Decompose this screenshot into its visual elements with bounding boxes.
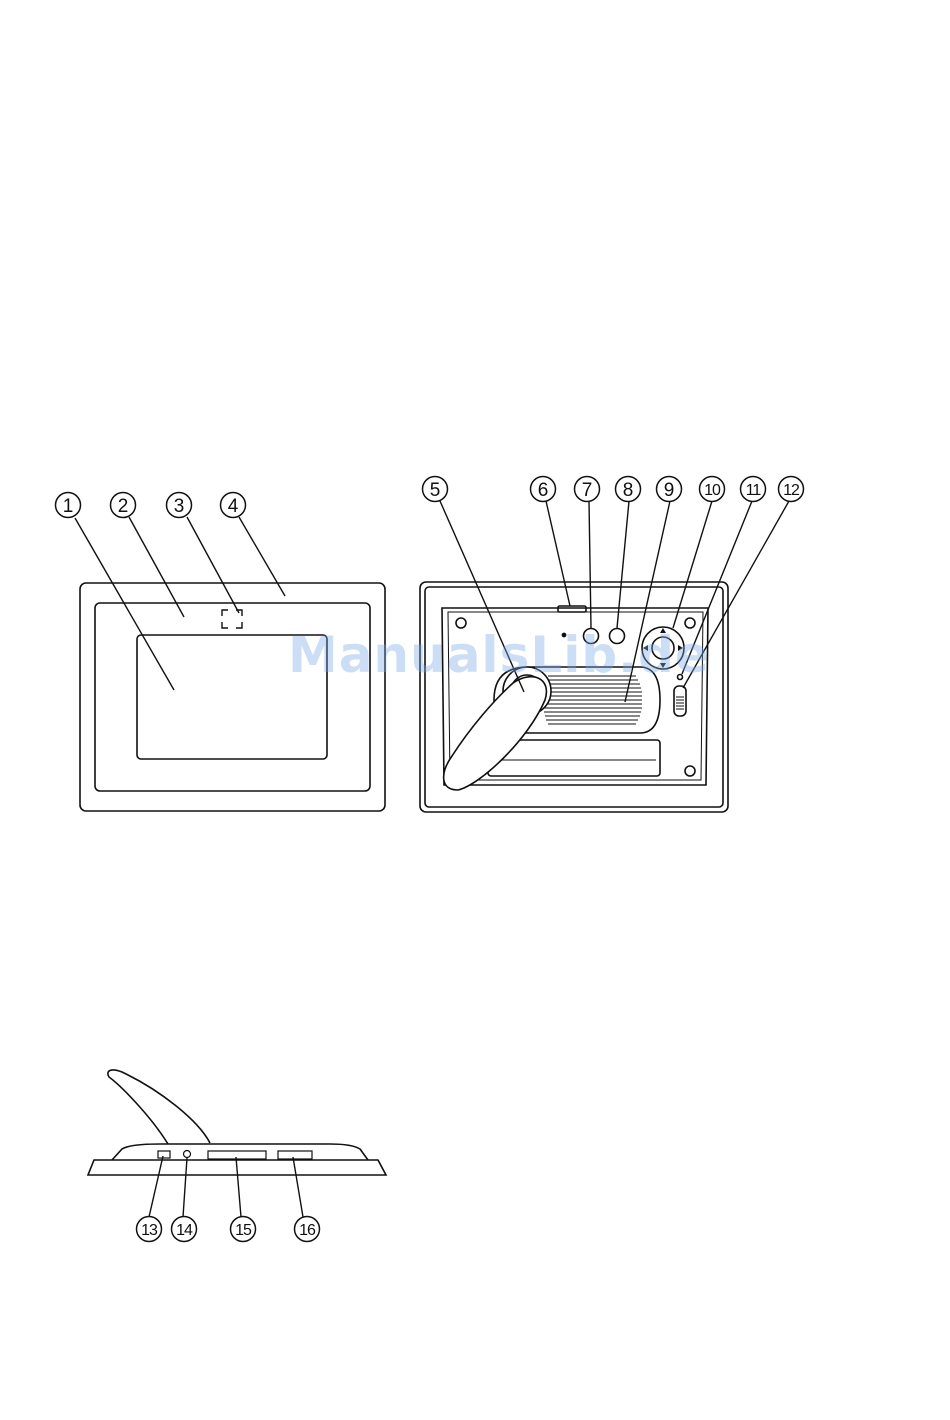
leader-2 xyxy=(129,517,184,617)
callout-6: 6 xyxy=(531,477,556,502)
mount-hole-icon xyxy=(685,766,695,776)
front-outer-frame xyxy=(80,583,385,811)
arrow-up-icon xyxy=(660,628,666,633)
leader-8 xyxy=(617,501,629,628)
callout-7-label: 7 xyxy=(582,480,593,501)
leader-7 xyxy=(589,501,591,628)
leader-16 xyxy=(293,1157,303,1217)
led-icon xyxy=(678,675,683,680)
button-8-icon xyxy=(610,629,625,644)
callout-4: 4 xyxy=(221,493,246,518)
callout-7: 7 xyxy=(575,477,600,502)
nav-pad-outer-icon xyxy=(642,627,684,669)
callout-5-label: 5 xyxy=(430,480,441,501)
callout-16-label: 16 xyxy=(299,1222,316,1239)
side-view xyxy=(88,1070,386,1175)
nav-pad-inner-icon xyxy=(652,637,674,659)
leader-9 xyxy=(625,501,670,702)
leader-10 xyxy=(673,501,712,628)
callout-15: 15 xyxy=(231,1217,256,1242)
callout-8-label: 8 xyxy=(623,480,634,501)
top-slot xyxy=(558,606,586,612)
mount-hole-icon xyxy=(685,618,695,628)
card-slot-16 xyxy=(278,1151,312,1159)
leader-13 xyxy=(149,1156,163,1217)
dc-jack-icon xyxy=(184,1151,191,1158)
callout-8: 8 xyxy=(616,477,641,502)
side-body-top xyxy=(112,1144,368,1160)
callout-9: 9 xyxy=(657,477,682,502)
leader-6 xyxy=(546,501,570,606)
front-view xyxy=(80,583,385,811)
callout-4-label: 4 xyxy=(228,496,239,517)
callout-10: 10 xyxy=(700,477,725,502)
callout-13: 13 xyxy=(137,1217,162,1242)
leader-14 xyxy=(183,1158,187,1217)
button-7-icon xyxy=(584,629,599,644)
callout-6-label: 6 xyxy=(538,480,549,501)
card-slot-15 xyxy=(208,1151,266,1159)
power-switch-knob xyxy=(676,697,684,709)
callout-12: 12 xyxy=(779,477,804,502)
side-stand-leg xyxy=(108,1070,210,1144)
leader-5 xyxy=(440,501,524,692)
leader-12 xyxy=(683,501,789,688)
power-switch xyxy=(674,686,686,716)
callout-2: 2 xyxy=(111,493,136,518)
back-view xyxy=(420,582,728,812)
callout-13-label: 13 xyxy=(141,1222,158,1239)
callout-9-label: 9 xyxy=(664,480,675,501)
callout-5: 5 xyxy=(423,477,448,502)
mount-hole-icon xyxy=(456,618,466,628)
callout-2-label: 2 xyxy=(118,496,129,517)
callout-15-label: 15 xyxy=(235,1222,252,1239)
callout-14: 14 xyxy=(172,1217,197,1242)
callout-16: 16 xyxy=(295,1217,320,1242)
callout-11: 11 xyxy=(741,477,766,502)
usb-port-icon xyxy=(158,1151,170,1158)
callout-1-label: 1 xyxy=(63,496,74,517)
callout-10-label: 10 xyxy=(704,482,721,499)
callout-14-label: 14 xyxy=(176,1222,193,1239)
callout-11-label: 11 xyxy=(746,482,762,499)
arrow-down-icon xyxy=(660,663,666,668)
leader-15 xyxy=(236,1157,241,1217)
leader-3 xyxy=(187,517,239,613)
callouts: 1 2 3 4 5 6 7 8 9 10 11 12 13 14 15 16 xyxy=(56,477,804,1242)
leader-1 xyxy=(75,518,174,690)
speaker-grille xyxy=(544,676,642,724)
callout-3-label: 3 xyxy=(174,496,185,517)
arrow-right-icon xyxy=(678,645,683,651)
indicator-dot-icon xyxy=(562,633,565,636)
leader-4 xyxy=(239,517,285,596)
arrow-left-icon xyxy=(643,645,648,651)
callout-1: 1 xyxy=(56,493,81,518)
callout-3: 3 xyxy=(167,493,192,518)
front-screen xyxy=(137,635,327,759)
callout-12-label: 12 xyxy=(783,482,800,499)
